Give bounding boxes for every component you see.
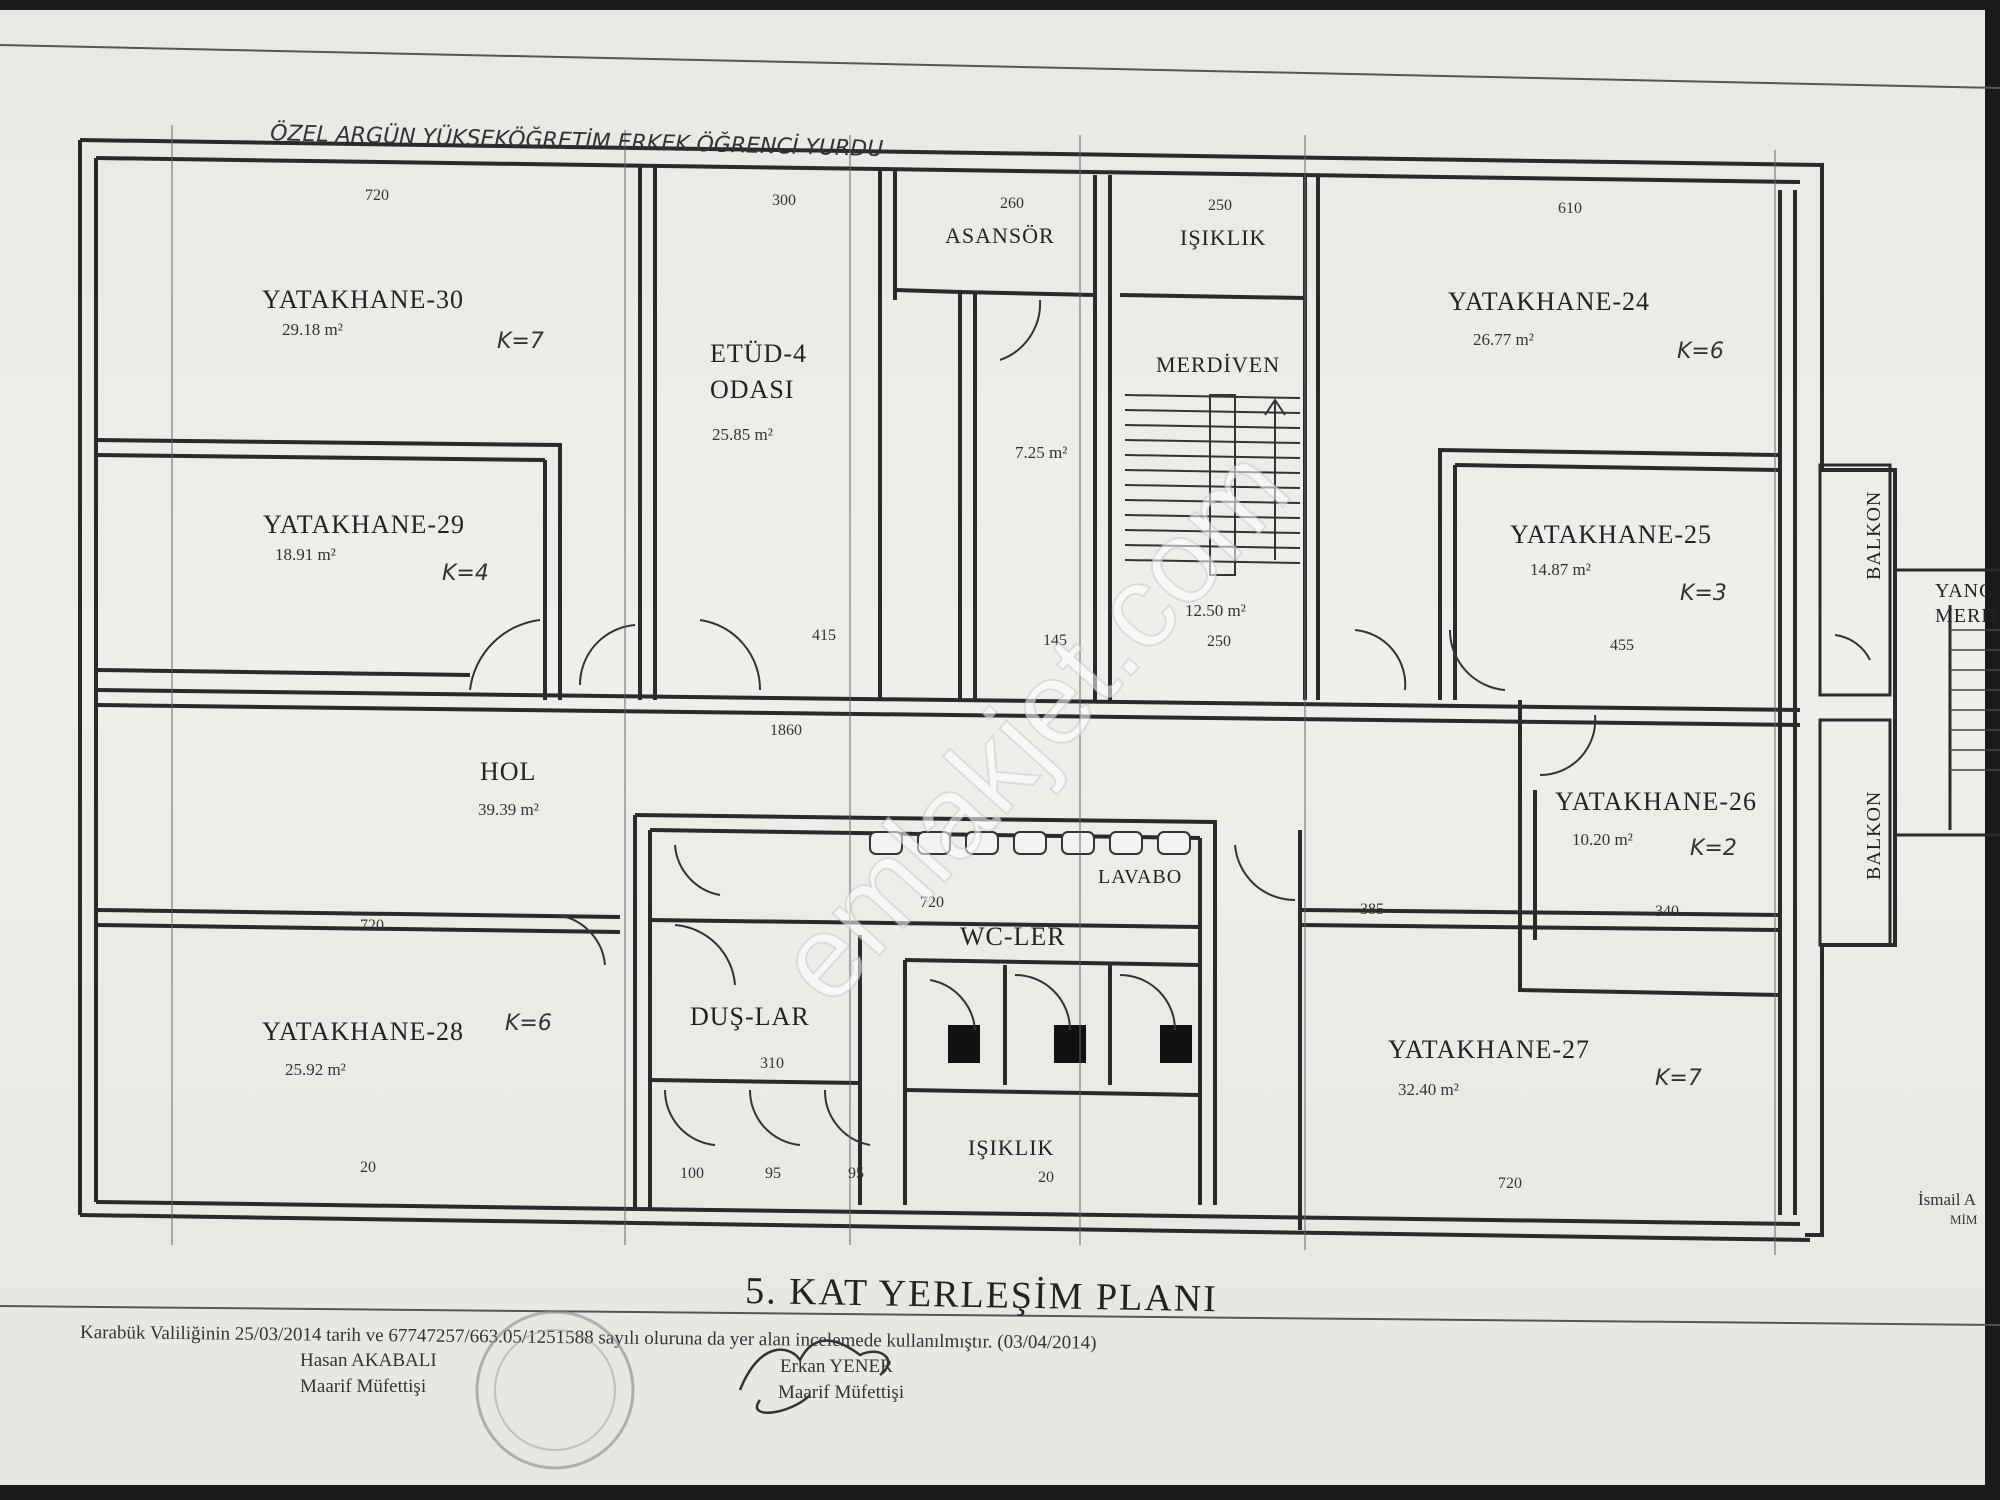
room-area-y28: 25.92 m² xyxy=(285,1060,346,1079)
dim-label: 260 xyxy=(1000,195,1024,212)
room-name-yangin-line2: MERD xyxy=(1935,605,1997,627)
dim-label: 720 xyxy=(360,917,384,934)
room-area-hol: 39.39 m² xyxy=(478,800,539,819)
dim-label: 95 xyxy=(848,1165,864,1182)
dimension-labels: 720 300 260 250 610 415 145 250 455 1860… xyxy=(360,187,1679,1192)
inspector-1-name: Hasan AKABALI xyxy=(300,1350,437,1371)
room-name-isiklik-top: IŞIKLIK xyxy=(1180,225,1266,250)
room-area-y25: 14.87 m² xyxy=(1530,560,1591,579)
room-area-y30: 29.18 m² xyxy=(282,320,343,339)
dim-label: 100 xyxy=(680,1165,704,1182)
dim-label: 455 xyxy=(1610,637,1634,654)
room-name-isiklik-bottom: IŞIKLIK xyxy=(968,1135,1054,1160)
room-area-etud: 25.85 m² xyxy=(712,425,773,444)
door-swings xyxy=(469,299,1871,1146)
dim-label: 340 xyxy=(1655,903,1679,920)
dim-label: 300 xyxy=(772,192,796,209)
signature-scribble xyxy=(738,1339,890,1414)
dim-label: 720 xyxy=(1498,1175,1522,1192)
room-name-asansor: ASANSÖR xyxy=(945,223,1055,248)
dim-label: 1860 xyxy=(770,722,802,739)
official-stamp xyxy=(475,1310,635,1470)
handwritten-header: ÖZEL ARGÜN YÜKSEKÖĞRETİM ERKEK ÖĞRENCİ Y… xyxy=(270,120,884,162)
inspector-2-role: Maarif Müfettişi xyxy=(778,1382,904,1403)
balconies xyxy=(1818,463,2000,947)
room-area-merdiven: 12.50 m² xyxy=(1185,601,1246,620)
room-area-y29: 18.91 m² xyxy=(275,545,336,564)
fire-escape-stairs xyxy=(1950,629,2000,771)
room-labels: YATAKHANE-30 29.18 m² K=7 ETÜD-4 ODASI 2… xyxy=(262,223,1997,1160)
room-name-etud-line2: ODASI xyxy=(710,375,794,404)
room-note-y27: K=7 xyxy=(1655,1066,1702,1091)
room-name-y25: YATAKHANE-25 xyxy=(1510,520,1712,549)
room-name-hol: HOL xyxy=(480,757,536,786)
dim-label: 145 xyxy=(1043,632,1067,649)
room-name-y26: YATAKHANE-26 xyxy=(1555,787,1757,816)
room-name-merdiven: MERDİVEN xyxy=(1156,352,1280,377)
dim-label: 720 xyxy=(920,894,944,911)
sheet-border-line xyxy=(0,44,2000,89)
room-area-y26: 10.20 m² xyxy=(1572,830,1633,849)
dim-label: 415 xyxy=(812,627,836,644)
room-name-y29: YATAKHANE-29 xyxy=(263,510,465,539)
toilet-fixtures xyxy=(948,1025,1192,1063)
room-name-balkon-1: BALKON xyxy=(1863,491,1885,580)
room-note-y30: K=7 xyxy=(497,329,544,354)
inspector-2-name: Erkan YENER xyxy=(780,1356,893,1377)
room-area-y24: 26.77 m² xyxy=(1473,330,1534,349)
room-name-balkon-2: BALKON xyxy=(1863,791,1885,880)
interior-walls xyxy=(95,165,1801,1230)
room-name-y28: YATAKHANE-28 xyxy=(262,1017,464,1046)
sink-row xyxy=(869,831,1191,855)
approval-note: Karabük Valiliğinin 25/03/2014 tarih ve … xyxy=(80,1322,1097,1354)
dim-label: 250 xyxy=(1208,197,1232,214)
room-name-y24: YATAKHANE-24 xyxy=(1448,287,1650,316)
room-note-y25: K=3 xyxy=(1680,581,1727,606)
architect-name: İsmail A xyxy=(1918,1190,1977,1209)
dim-label: 20 xyxy=(360,1159,376,1176)
room-note-y29: K=4 xyxy=(442,561,489,586)
room-note-y24: K=6 xyxy=(1677,339,1724,364)
dim-label: 250 xyxy=(1207,633,1231,650)
dim-label: 720 xyxy=(365,187,389,204)
staircase xyxy=(1124,394,1301,576)
room-note-y26: K=2 xyxy=(1690,836,1737,861)
room-note-y28: K=6 xyxy=(505,1011,552,1036)
dim-label: 310 xyxy=(760,1055,784,1072)
room-name-yangin-line1: YANG xyxy=(1935,580,1995,602)
sheet-border-line-bottom xyxy=(0,1305,2000,1326)
dim-label: 20 xyxy=(1038,1169,1054,1186)
dim-label: 385 xyxy=(1360,901,1384,918)
grid-lines xyxy=(171,125,1776,1255)
room-name-y27: YATAKHANE-27 xyxy=(1388,1035,1590,1064)
room-area-y27: 32.40 m² xyxy=(1398,1080,1459,1099)
dim-label: 95 xyxy=(765,1165,781,1182)
architect-line: MİM xyxy=(1950,1212,1978,1227)
dim-label: 610 xyxy=(1558,200,1582,217)
room-name-wc: WC-LER xyxy=(960,922,1066,951)
inspector-1-role: Maarif Müfettişi xyxy=(300,1376,426,1397)
room-name-y30: YATAKHANE-30 xyxy=(262,285,464,314)
plan-title: 5. KAT YERLEŞİM PLANI xyxy=(745,1270,1218,1320)
room-name-dus: DUŞ-LAR xyxy=(690,1002,810,1031)
room-name-etud-line1: ETÜD-4 xyxy=(710,339,807,368)
room-area-shaft: 7.25 m² xyxy=(1015,443,1067,462)
room-name-lavabo: LAVABO xyxy=(1098,866,1182,888)
official-stamp-inner xyxy=(494,1329,616,1451)
